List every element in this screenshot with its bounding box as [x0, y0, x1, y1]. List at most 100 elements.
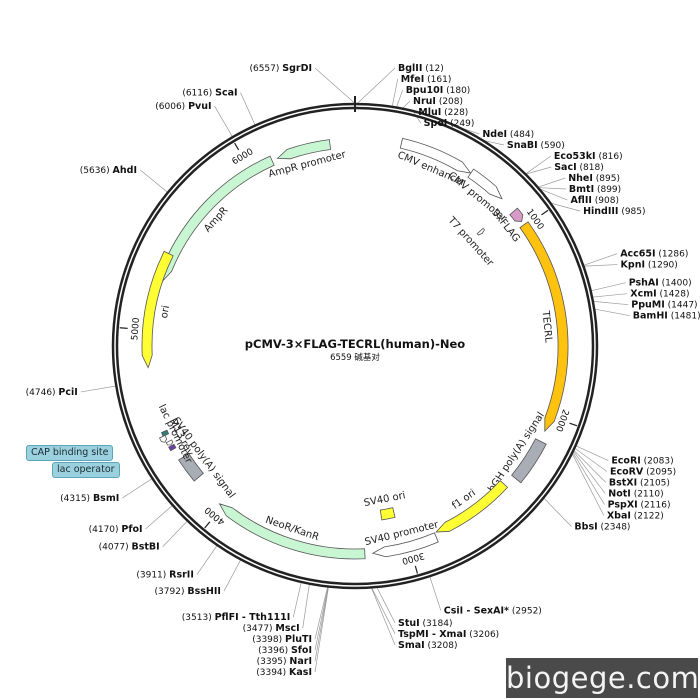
site-name: SgrDI: [282, 63, 312, 74]
restriction-site: (3792) BssHII: [155, 586, 221, 597]
site-position: (2095): [643, 468, 676, 478]
site-leader: [371, 588, 396, 645]
tick-label: 5000: [130, 317, 142, 341]
restriction-site: Bpu10I (180): [406, 85, 471, 96]
restriction-site: EcoRV (2095): [610, 467, 676, 478]
site-name: PflFI - Tth111I: [215, 612, 291, 623]
restriction-site: (4746) PciI: [26, 387, 78, 398]
site-position: (249): [447, 119, 474, 129]
feature-bgh: [511, 438, 547, 484]
site-position: (2105): [637, 479, 670, 489]
site-position: (1286): [656, 250, 689, 260]
feature-lac-promoter: [159, 434, 168, 443]
site-name: PpuMI: [631, 300, 665, 311]
site-name: TspMI - XmaI: [398, 629, 466, 640]
site-position: (3184): [420, 619, 453, 629]
feature-label-sv40-ori: SV40 ori: [363, 490, 406, 509]
site-position: (2110): [631, 490, 664, 500]
feature-t7-promoter: [476, 227, 486, 236]
site-name: BstXI: [609, 478, 637, 489]
feature-label-t7-promoter: T7 promoter: [445, 214, 496, 269]
restriction-site: PshAI (1400): [629, 278, 692, 289]
site-position: (899): [594, 185, 621, 195]
site-position: (161): [424, 75, 451, 85]
site-leader: [145, 505, 173, 530]
restriction-site: NotI (2110): [608, 489, 663, 500]
tick-label: 6000: [231, 147, 256, 167]
site-name: StuI: [398, 618, 420, 629]
site-position: (2348): [598, 523, 631, 533]
site-name: PciI: [58, 387, 77, 398]
site-name: SnaBI: [507, 140, 538, 151]
feature-flag: [509, 207, 524, 222]
site-leader: [162, 521, 188, 547]
site-name: PshAI: [629, 278, 659, 289]
plasmid-backbone: [111, 96, 599, 590]
restriction-site: (4077) BstBI: [99, 542, 160, 553]
site-name: BamHI: [633, 311, 668, 322]
site-leader: [551, 203, 581, 212]
site-leader: [314, 67, 355, 104]
site-leader: [572, 452, 605, 505]
site-name: NheI: [568, 173, 593, 184]
restriction-site: MluI (228): [418, 107, 468, 118]
site-leader: [314, 587, 329, 662]
restriction-site: (3477) MscI: [243, 623, 300, 634]
site-position: (3206): [466, 630, 499, 640]
site-leader: [371, 588, 396, 634]
site-name: NruI: [413, 96, 436, 107]
site-name: XbaI: [607, 511, 631, 522]
site-position: (484): [507, 130, 534, 140]
tick-mark: [569, 422, 578, 427]
site-name: MscI: [275, 623, 299, 634]
site-leader-lines: [80, 67, 630, 673]
feature-ampr-promoter: [276, 139, 332, 160]
site-name: PvuI: [188, 101, 211, 112]
site-position: (228): [441, 108, 468, 118]
site-position: (4315): [60, 494, 93, 504]
site-name: BmtI: [569, 184, 594, 195]
site-leader: [302, 584, 310, 629]
site-name: CsiI - SexAI*: [444, 605, 509, 616]
restriction-site: BamHI (1481): [633, 311, 700, 322]
restriction-site: (4170) PfoI: [89, 524, 143, 535]
restriction-site: AflII (908): [570, 195, 619, 206]
site-position: (4746): [26, 388, 59, 398]
site-position: (2083): [641, 457, 674, 467]
site-leader: [396, 89, 404, 107]
site-leader: [591, 282, 626, 292]
site-leader: [595, 308, 630, 317]
site-position: (3513): [182, 613, 215, 623]
site-leader: [314, 587, 329, 651]
site-position: (4170): [89, 525, 122, 535]
feature-label-ori: ori: [159, 305, 172, 320]
restriction-site: KpnI (1290): [621, 260, 678, 271]
site-leader: [592, 293, 628, 298]
site-position: (818): [577, 163, 604, 173]
tick-mark: [414, 565, 419, 574]
feature-f1-ori: [435, 480, 509, 533]
site-name: ScaI: [215, 88, 237, 99]
site-position: (895): [593, 174, 620, 184]
restriction-site: EcoRI (2083): [611, 456, 673, 467]
restriction-site: BmtI (899): [569, 184, 621, 195]
site-leader: [572, 454, 605, 516]
restriction-site: (3513) PflFI - Tth111I: [182, 612, 291, 623]
site-name: AhdI: [113, 165, 137, 176]
restriction-site: NruI (208): [413, 96, 463, 107]
site-name: BbsI: [574, 522, 597, 533]
site-name: PspXI: [608, 500, 638, 511]
site-position: (6006): [155, 102, 188, 112]
restriction-site: TspMI - XmaI (3206): [398, 629, 499, 640]
site-name: BstBI: [131, 542, 159, 553]
site-position: (3911): [136, 571, 169, 581]
site-name: NdeI: [482, 129, 507, 140]
site-position: (6557): [249, 64, 282, 74]
restriction-site: PspXI (2116): [608, 500, 671, 511]
site-name: MfeI: [401, 74, 425, 85]
site-position: (2116): [638, 501, 671, 511]
site-position: (3208): [425, 641, 458, 651]
site-leader: [539, 187, 566, 190]
site-leader: [402, 100, 411, 109]
restriction-site: (4315) BsmI: [60, 493, 119, 504]
